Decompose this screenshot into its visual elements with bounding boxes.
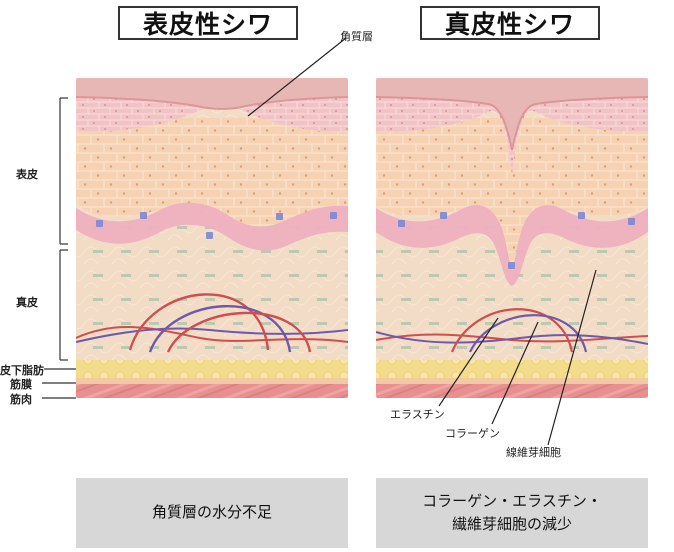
label-fascia: 筋膜	[10, 376, 32, 392]
caption-right-line2: 繊維芽細胞の減少	[422, 513, 602, 536]
label-epidermis: 表皮	[16, 166, 38, 182]
caption-right-line1: コラーゲン・エラスチン・	[422, 490, 602, 513]
caption-left: 角質層の水分不足	[76, 478, 348, 548]
label-muscle: 筋肉	[10, 391, 32, 407]
caption-left-text: 角質層の水分不足	[152, 501, 272, 524]
label-fibroblast: 線維芽細胞	[506, 444, 561, 460]
right-panel	[376, 78, 648, 398]
caption-right: コラーゲン・エラスチン・ 繊維芽細胞の減少	[376, 478, 648, 548]
label-elastin: エラスチン	[390, 406, 445, 422]
label-stratum-corneum: 角質層	[340, 28, 373, 44]
caption-right-text: コラーゲン・エラスチン・ 繊維芽細胞の減少	[422, 490, 602, 537]
left-panel	[76, 78, 348, 398]
left-brackets	[42, 98, 76, 398]
label-dermis: 真皮	[16, 294, 38, 310]
label-collagen: コラーゲン	[445, 425, 500, 441]
